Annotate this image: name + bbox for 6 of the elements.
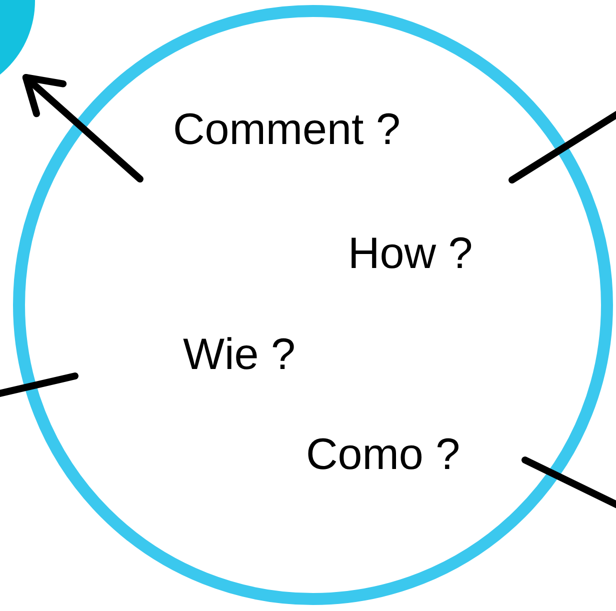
- arrow: [22, 74, 144, 182]
- question-text: Como ?: [306, 433, 460, 477]
- question-text: How ?: [348, 232, 473, 276]
- circle-outline: [12, 4, 614, 606]
- question-text: Wie ?: [183, 333, 296, 377]
- question-text: Comment ?: [173, 108, 400, 152]
